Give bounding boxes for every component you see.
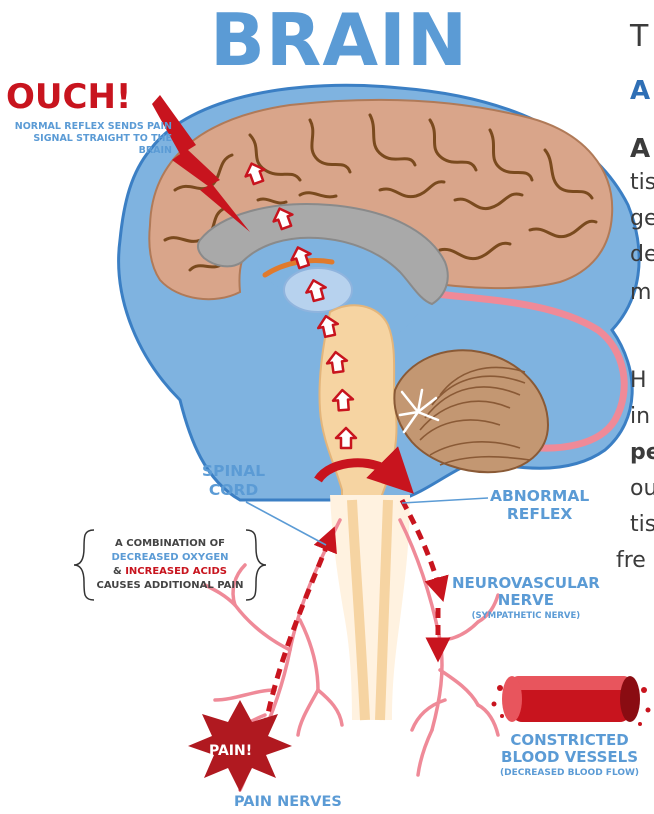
spinal-cord-label: SPINAL CORD	[202, 462, 265, 500]
combo-line2: DECREASED OXYGEN	[111, 552, 228, 563]
neurovascular-nerve-label: NEUROVASCULAR NERVE (SYMPATHETIC NERVE)	[452, 575, 600, 623]
side-text-3: tis	[630, 172, 654, 194]
constricted-line1: CONSTRICTED	[510, 731, 628, 749]
side-text-6: m	[630, 282, 651, 304]
neurovascular-nerve-lines	[400, 520, 498, 775]
combo-line4: CAUSES ADDITIONAL PAIN	[97, 580, 244, 591]
diagram-title: BRAIN	[210, 4, 468, 76]
spinal-cord	[330, 495, 410, 720]
side-text-1: A	[630, 78, 650, 104]
combo-line1: A COMBINATION OF	[115, 538, 225, 549]
combo-line3: INCREASED ACIDS	[125, 566, 227, 577]
side-text-12: fre	[616, 550, 646, 572]
side-text-7: H	[630, 370, 647, 392]
spinal-cord-label-line1: SPINAL	[202, 462, 265, 480]
combination-note: A COMBINATION OF DECREASED OXYGEN & INCR…	[80, 537, 260, 593]
pain-nerves-label: PAIN NERVES	[234, 795, 342, 810]
neurovascular-sub: (SYMPATHETIC NERVE)	[452, 609, 600, 623]
ouch-label: OUCH!	[6, 80, 131, 114]
side-text-0: T	[630, 22, 648, 52]
side-text-8: in	[630, 406, 650, 428]
side-text-4: ge	[630, 208, 654, 230]
constricted-sub: (DECREASED BLOOD FLOW)	[500, 766, 639, 780]
abnormal-reflex-label: ABNORMAL REFLEX	[490, 487, 589, 523]
abnormal-reflex-line2: REFLEX	[507, 505, 573, 523]
constricted-vessels-label: CONSTRICTED BLOOD VESSELS (DECREASED BLO…	[500, 732, 639, 780]
abnormal-reflex-line1: ABNORMAL	[490, 487, 589, 505]
side-text-11: tis	[630, 514, 654, 536]
reflex-note: NORMAL REFLEX SENDS PAIN SIGNAL STRAIGHT…	[4, 121, 172, 157]
blood-vessel-tube	[492, 676, 651, 726]
side-text-10: ou	[630, 478, 654, 500]
constricted-line2: BLOOD VESSELS	[501, 748, 638, 766]
neurovascular-line2: NERVE	[498, 591, 554, 609]
side-text-5: de	[630, 244, 654, 266]
side-text-2: A	[630, 136, 650, 162]
side-text-9: pe	[630, 442, 654, 464]
combo-amp: &	[113, 566, 125, 577]
spinal-cord-label-line2: CORD	[209, 481, 258, 499]
pain-star-label: PAIN!	[209, 744, 252, 758]
neurovascular-line1: NEUROVASCULAR	[452, 574, 600, 592]
